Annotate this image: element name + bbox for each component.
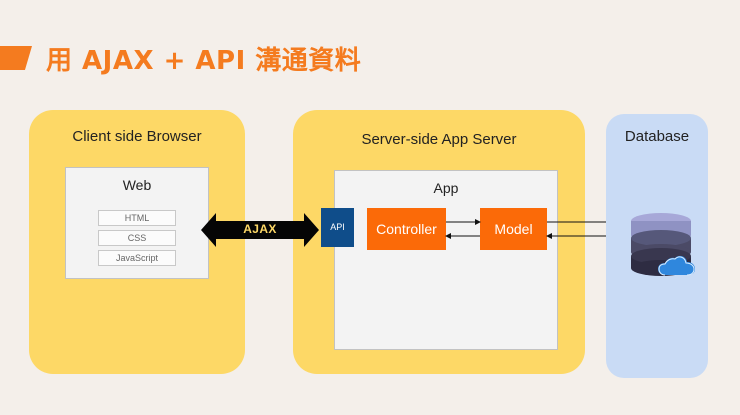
page-title: 用 AJAX + API 溝通資料 <box>46 46 362 76</box>
web-label: Web <box>122 177 152 193</box>
html-chip: HTML <box>98 210 176 226</box>
model-box: Model <box>480 208 547 250</box>
database-cloud-icon <box>629 212 695 282</box>
client-browser-label: Client side Browser <box>72 128 202 145</box>
ajax-arrow: AJAX <box>201 213 319 247</box>
app-box: App <box>334 170 558 350</box>
javascript-chip: JavaScript <box>98 250 176 266</box>
app-label: App <box>433 180 459 196</box>
controller-box: Controller <box>367 208 446 250</box>
server-label: Server-side App Server <box>361 131 517 148</box>
ajax-label: AJAX <box>243 222 277 236</box>
title-accent <box>0 46 32 70</box>
database-label: Database <box>624 128 690 145</box>
css-chip: CSS <box>98 230 176 246</box>
api-box: API <box>321 208 354 247</box>
